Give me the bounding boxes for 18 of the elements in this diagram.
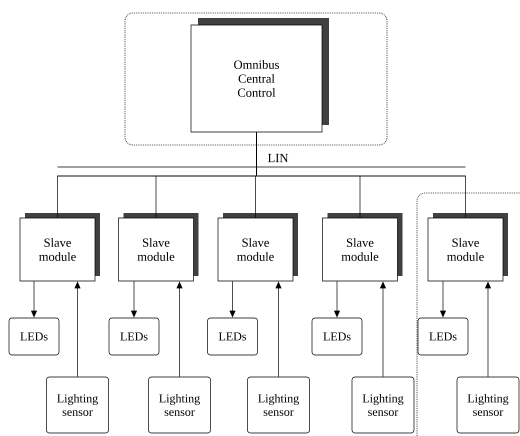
module-box: Slave module [218, 213, 298, 282]
led-box: LEDs [418, 318, 468, 356]
module-box: Slave module [20, 213, 100, 282]
module-box: Slave module [428, 213, 508, 282]
controller-box: Omnibus Central Control [190, 18, 329, 132]
led-box: LEDs [207, 318, 258, 356]
led-box: LEDs [8, 318, 60, 356]
module-box: Slave module [118, 213, 198, 282]
led-box: LEDs [108, 318, 160, 356]
sensor-box: Lighting sensor [247, 376, 310, 434]
module-box: Slave module [322, 213, 402, 282]
sensor-box: Lighting sensor [46, 376, 109, 434]
sensor-box: Lighting sensor [148, 376, 211, 434]
led-box: LEDs [312, 318, 362, 356]
sensor-box: Lighting sensor [456, 376, 520, 434]
sensor-box: Lighting sensor [352, 376, 414, 434]
connector-line [256, 132, 466, 218]
bus-label: LIN [268, 154, 288, 162]
